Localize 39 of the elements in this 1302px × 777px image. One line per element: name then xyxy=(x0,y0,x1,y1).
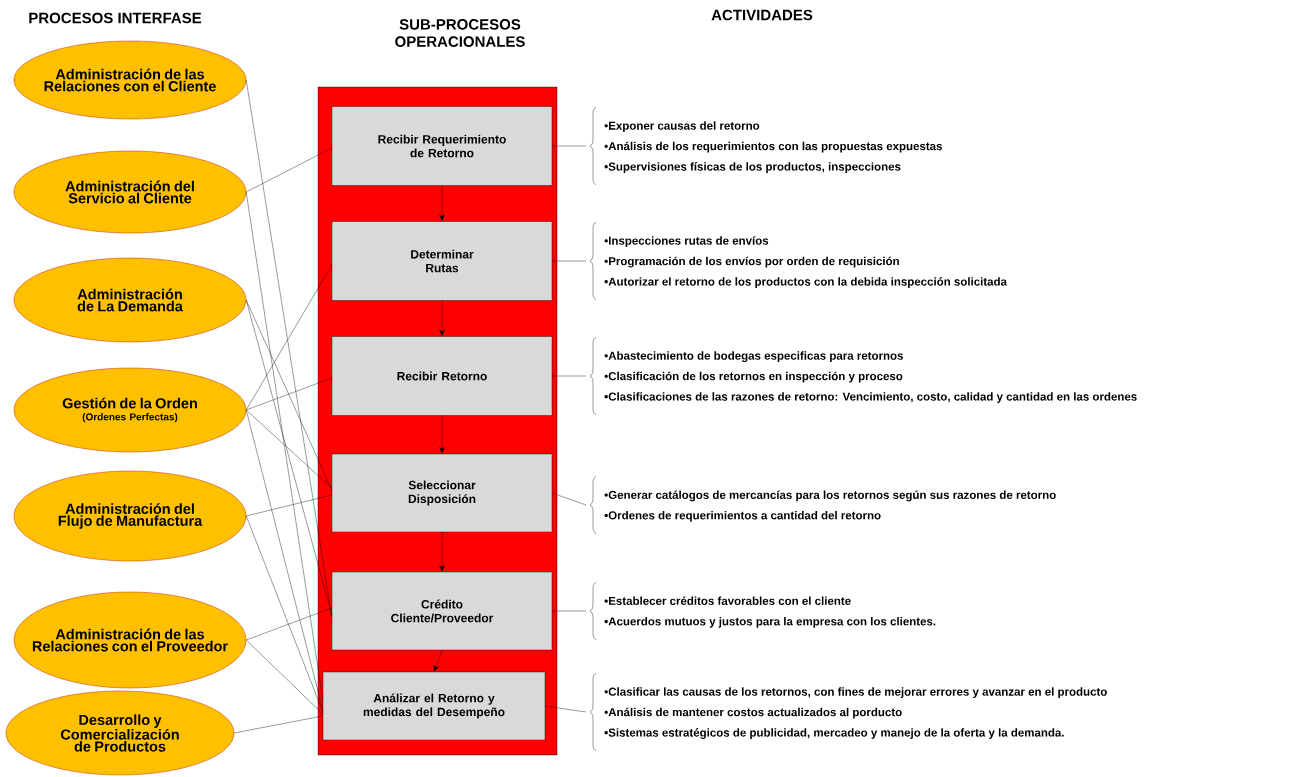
connector-line xyxy=(234,715,323,734)
connector-line xyxy=(246,494,332,517)
connector-line xyxy=(246,515,323,713)
connector-line xyxy=(246,299,332,491)
activity-list: •Clasificar las causas de los retornos, con fines de mejorar errores y avanzar en el producto •Análisis de mantener costos actualizados al porducto •Sistemas estratégicos de publicidad, mercadeo y manejo de la oferta y la demanda. xyxy=(604,687,1107,739)
connector-line xyxy=(246,377,332,411)
activity-list: •Establecer créditos favorables con el cliente •Acuerdos mutuos y justos para la empresa con los clientes. xyxy=(604,596,936,628)
connector-line xyxy=(246,409,323,711)
connector-line xyxy=(246,639,323,715)
column-heading: SUB-PROCESOS OPERACIONALES xyxy=(395,19,525,47)
process-box: Recibir Retorno xyxy=(331,336,553,416)
connector-line xyxy=(246,607,332,641)
process-box: Análizar el Retorno y medidas del Desempeño xyxy=(322,671,546,741)
connector-line xyxy=(552,492,587,506)
process-box: Seleccionar Disposición xyxy=(331,453,553,533)
arrow xyxy=(439,415,445,454)
arrow xyxy=(439,185,445,221)
activity-list: •Exponer causas del retorno •Análisis de los requerimientos con las propuestas expuestas •Supervisiones físicas de los productos, inspecciones xyxy=(604,121,942,173)
arrow xyxy=(433,650,443,672)
arrow xyxy=(439,300,445,336)
activity-list: •Inspecciones rutas de envíos •Programación de los envíos por orden de requisición •Autorizar el retorno de los productos con la debida inspección solicitada xyxy=(604,236,1008,288)
process-box: Crédito Cliente/Proveedor xyxy=(331,571,553,651)
column-heading: ACTIVIDADES xyxy=(711,9,813,21)
connector-line xyxy=(246,299,332,616)
connector-line xyxy=(246,264,332,411)
connector-line xyxy=(246,79,332,618)
connector-line xyxy=(552,610,587,612)
connector-line xyxy=(552,145,587,147)
connector-line xyxy=(545,705,587,713)
connector-line xyxy=(246,191,323,701)
activity-list: •Abastecimiento de bodegas especificas para retornos •Clasificación de los retornos en inspección y proceso •Clasificaciones de las razones de retorno: Vencimiento, costo, calidad y cantidad en las ordenes xyxy=(604,351,1137,403)
arrow xyxy=(439,532,445,572)
process-box: Recibir Requerimiento de Retorno xyxy=(331,106,553,186)
connector-line xyxy=(552,260,587,262)
connector-line xyxy=(246,409,332,489)
process-box: Determinar Rutas xyxy=(331,221,553,301)
connector-line xyxy=(552,375,587,377)
activity-list: •Generar catálogos de mercancías para los retornos según sus razones de retorno •Ordenes de requerimientos a cantidad del retorno xyxy=(604,490,1056,522)
column-heading: PROCESOS INTERFASE xyxy=(29,12,202,24)
